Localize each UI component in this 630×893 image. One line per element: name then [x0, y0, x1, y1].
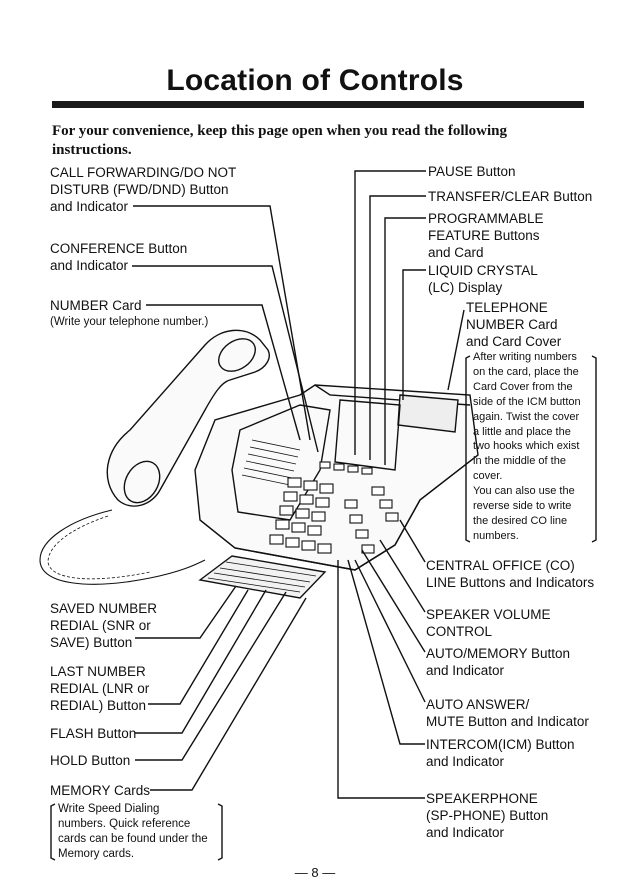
snr-label: SAVED NUMBER REDIAL (SNR or SAVE) Button [50, 601, 158, 650]
speaker-volume-label: SPEAKER VOLUME CONTROL [426, 607, 551, 639]
intercom-label: INTERCOM(ICM) Button and Indicator [426, 737, 575, 769]
memory-cards-label: MEMORY Cards [50, 783, 151, 798]
intro-text: For your convenience, keep this page ope… [52, 123, 508, 158]
hold-label: HOLD Button [50, 753, 131, 768]
title-underline [52, 101, 584, 108]
pause-label: PAUSE Button [428, 164, 516, 179]
card-cover-note: After writing numbers on the card, place… [473, 351, 581, 542]
memory-cards-note: Write Speed Dialing numbers. Quick refer… [58, 803, 208, 860]
co-line-label: CENTRAL OFFICE (CO) LINE Buttons and Ind… [426, 558, 595, 590]
programmable-label: PROGRAMMABLE FEATURE Buttons and Card [428, 211, 544, 260]
lnr-label: LAST NUMBER REDIAL (LNR or REDIAL) Butto… [50, 664, 150, 713]
transfer-clear-label: TRANSFER/CLEAR Button [428, 189, 593, 204]
page-number: — 8 — [294, 865, 336, 880]
lcd-label: LIQUID CRYSTAL (LC) Display [428, 263, 538, 295]
flash-label: FLASH Button [50, 726, 137, 741]
telephone-card-label: TELEPHONE NUMBER Card and Card Cover [466, 300, 562, 349]
conference-label: CONFERENCE Button and Indicator [50, 241, 188, 273]
number-card-label: NUMBER Card (Write your telephone number… [50, 298, 209, 328]
auto-memory-label: AUTO/MEMORY Button and Indicator [426, 646, 571, 678]
fwd-dnd-label: CALL FORWARDING/DO NOT DISTURB (FWD/DND)… [50, 165, 237, 214]
auto-answer-label: AUTO ANSWER/ MUTE Button and Indicator [426, 697, 589, 729]
speakerphone-label: SPEAKERPHONE (SP-PHONE) Button and Indic… [426, 791, 549, 840]
page-title: Location of Controls [166, 64, 464, 97]
